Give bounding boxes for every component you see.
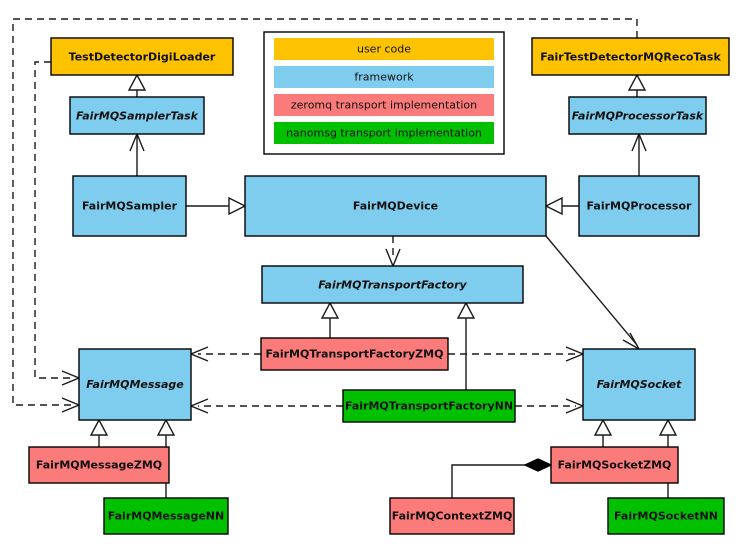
legend-swatch-nanomsg	[274, 122, 494, 144]
node-fairmqcontextzmq[interactable]: FairMQContextZMQ	[389, 497, 515, 535]
legend-label: user code	[357, 43, 411, 56]
legend-item-nanomsg: nanomsg transport implementation	[274, 122, 494, 144]
node-label: FairMQTransportFactoryNN	[345, 400, 513, 413]
edge-socketzmq-to-socket	[593, 418, 613, 447]
legend-swatch-framework	[274, 66, 494, 88]
node-label: FairMQContextZMQ	[392, 510, 513, 523]
node-fairmqdevice[interactable]: FairMQDevice	[244, 175, 547, 237]
color-legend: user code framework zeromq transport imp…	[263, 31, 505, 155]
edge-contextzmq-to-socketzmq	[451, 458, 553, 498]
legend-item-zeromq: zeromq transport implementation	[274, 94, 494, 116]
node-fairmqtransportfactoryzmq[interactable]: FairMQTransportFactoryZMQ	[260, 337, 449, 371]
edge-factoryzmq-to-socket	[448, 346, 585, 362]
node-label: FairMQProcessorTask	[572, 110, 704, 123]
node-label: FairMQSamplerTask	[76, 110, 199, 123]
legend-item-user-code: user code	[274, 38, 494, 60]
edge-messagezmq-to-message	[89, 418, 109, 447]
node-label: FairMQSocketZMQ	[558, 459, 672, 472]
node-label: TestDetectorDigiLoader	[69, 51, 216, 64]
node-fairmqsocket[interactable]: FairMQSocket	[582, 348, 696, 421]
edge-sampler-to-samplertask	[129, 132, 145, 176]
node-label: FairMQMessageZMQ	[36, 459, 162, 472]
legend-swatch-user-code	[274, 38, 494, 60]
edge-factorynn-to-factory	[456, 301, 476, 390]
node-label: FairMQTransportFactoryZMQ	[266, 348, 444, 361]
node-label: FairTestDetectorMQRecoTask	[540, 51, 721, 64]
node-fairmqmessage[interactable]: FairMQMessage	[78, 348, 192, 421]
node-fairmqsampler[interactable]: FairMQSampler	[72, 175, 187, 237]
node-fairmqtransportfactory[interactable]: FairMQTransportFactory	[261, 265, 524, 304]
node-fairmqprocessor[interactable]: FairMQProcessor	[578, 175, 700, 237]
node-label: FairMQMessage	[86, 378, 184, 391]
node-label: FairMQMessageNN	[108, 510, 224, 523]
node-fairtestdetectormqrecotask[interactable]: FairTestDetectorMQRecoTask	[531, 37, 730, 76]
legend-label: zeromq transport implementation	[291, 99, 477, 112]
legend-item-framework: framework	[274, 66, 494, 88]
node-fairmqsamplertask[interactable]: FairMQSamplerTask	[69, 96, 205, 135]
edge-processor-to-device	[544, 196, 579, 216]
node-fairmqprocessortask[interactable]: FairMQProcessorTask	[568, 96, 707, 135]
legend-label: framework	[354, 71, 414, 84]
legend-label: nanomsg transport implementation	[286, 127, 482, 140]
legend-swatch-zeromq	[274, 94, 494, 116]
edge-factoryzmq-to-factory	[320, 301, 340, 338]
node-label: FairMQSampler	[82, 200, 178, 213]
edge-processortask-to-recotask	[627, 73, 647, 97]
node-label: FairMQSocketNN	[614, 510, 718, 523]
node-label: FairMQDevice	[353, 200, 438, 213]
node-fairmqsocketzmq[interactable]: FairMQSocketZMQ	[550, 446, 679, 484]
edge-factorynn-to-message	[189, 398, 343, 414]
node-layer: TestDetectorDigiLoader FairTestDetectorM…	[28, 37, 730, 535]
edge-device-to-socket	[545, 235, 641, 351]
node-label: FairMQSocket	[597, 378, 683, 391]
node-fairmqmessagenn[interactable]: FairMQMessageNN	[103, 497, 229, 535]
node-fairmqtransportfactorynn[interactable]: FairMQTransportFactoryNN	[342, 389, 516, 423]
edge-factoryzmq-to-message	[189, 346, 261, 362]
edge-processor-to-processortask	[631, 132, 647, 176]
node-fairmqsocketnn[interactable]: FairMQSocketNN	[607, 497, 725, 535]
node-fairmqmessagezmq[interactable]: FairMQMessageZMQ	[28, 446, 170, 484]
edge-samplertask-to-digiloader	[127, 73, 147, 97]
node-label: FairMQProcessor	[587, 200, 692, 213]
node-label: FairMQTransportFactory	[318, 279, 467, 292]
edge-sampler-to-device	[186, 196, 247, 216]
node-testdetectordigiloader[interactable]: TestDetectorDigiLoader	[50, 37, 234, 76]
edge-factorynn-to-socket	[515, 398, 585, 414]
edge-device-to-transportfactory	[385, 236, 401, 268]
